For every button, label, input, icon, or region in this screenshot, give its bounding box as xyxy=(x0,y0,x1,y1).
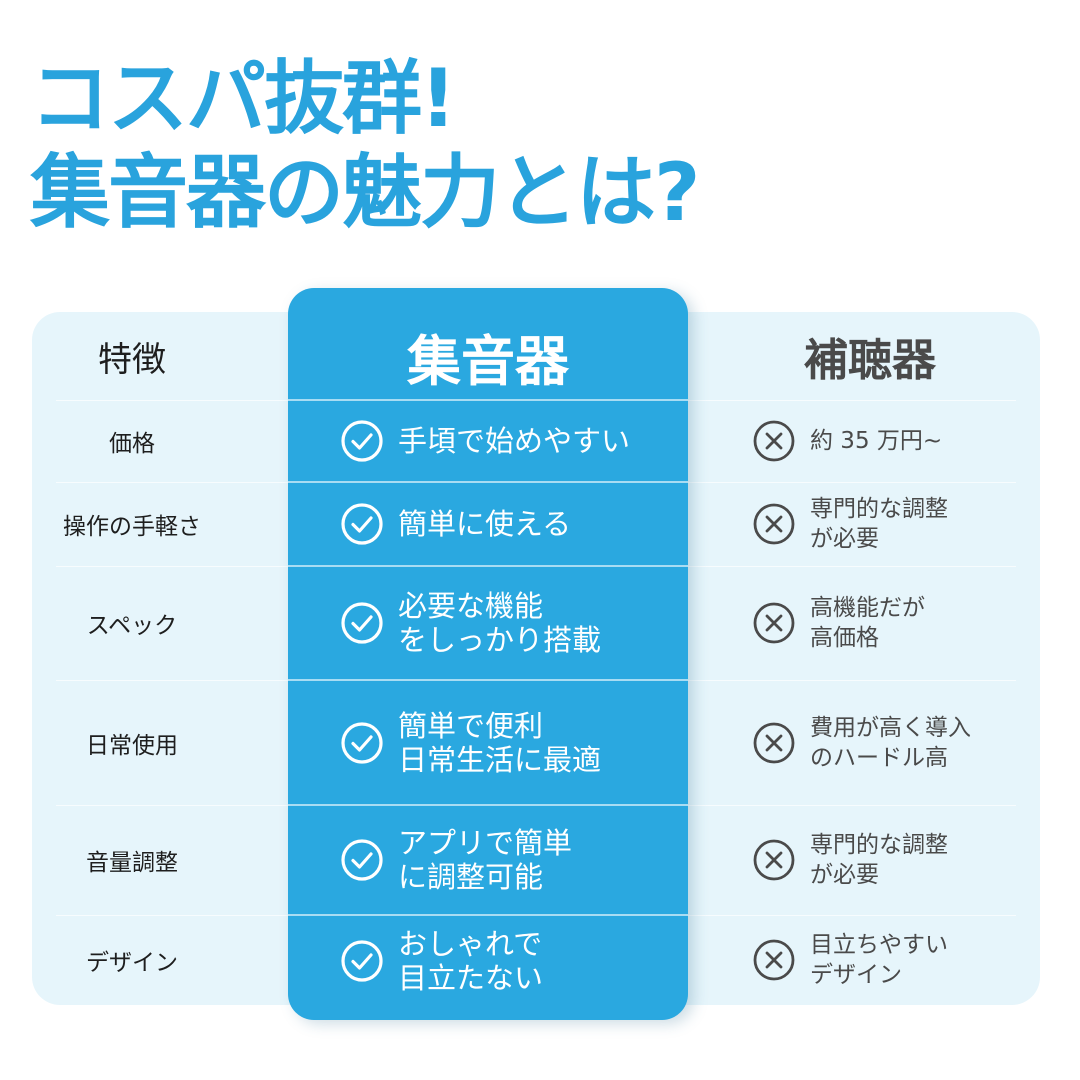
title-line-2: 集音器の魅力とは? xyxy=(30,146,700,239)
competitor-cell-design: 目立ちやすい デザイン xyxy=(752,915,1022,1005)
product-cell-text: おしゃれで 目立たない xyxy=(398,927,544,995)
competitor-cell-text: 目立ちやすい デザイン xyxy=(810,932,948,988)
row-divider xyxy=(288,565,688,567)
competitor-cell-text: 費用が高く導入 のハードル高 xyxy=(810,714,971,771)
feature-label-design: デザイン xyxy=(86,950,178,976)
row-divider xyxy=(288,679,688,681)
feature-label-daily-use: 日常使用 xyxy=(86,732,178,759)
check-circle-icon xyxy=(340,419,384,463)
competitor-cell-text: 約 35 万円~ xyxy=(810,428,943,454)
product-cell-text: 手頃で始めやすい xyxy=(398,424,631,458)
competitor-column-header: 補聴器 xyxy=(804,335,936,386)
competitor-cell-daily-use: 費用が高く導入 のハードル高 xyxy=(752,680,1022,805)
page-title: コスパ抜群! 集音器の魅力とは? xyxy=(30,52,700,240)
competitor-cell-volume: 専門的な調整 が必要 xyxy=(752,805,1022,915)
x-circle-icon xyxy=(752,502,796,546)
product-cell-text: 簡単で便利 日常生活に最適 xyxy=(398,708,602,777)
product-column-header: 集音器 xyxy=(407,329,569,393)
check-circle-icon xyxy=(340,838,384,882)
competitor-cell-price: 約 35 万円~ xyxy=(752,400,1022,482)
competitor-cell-text: 専門的な調整 が必要 xyxy=(810,832,948,888)
x-circle-icon xyxy=(752,721,796,765)
feature-label-spec: スペック xyxy=(86,613,178,639)
competitor-cell-spec: 高機能だが 高価格 xyxy=(752,566,1022,680)
check-circle-icon xyxy=(340,601,384,645)
feature-label-price: 価格 xyxy=(109,431,155,457)
feature-label-ease: 操作の手軽さ xyxy=(63,514,201,540)
product-cell-design: おしゃれで 目立たない xyxy=(288,915,688,1007)
product-cell-volume: アプリで簡単 に調整可能 xyxy=(288,805,688,915)
row-divider xyxy=(288,481,688,483)
competitor-cell-ease: 専門的な調整 が必要 xyxy=(752,482,1022,566)
product-cell-daily-use: 簡単で便利 日常生活に最適 xyxy=(288,680,688,805)
feature-column-header: 特徴 xyxy=(98,339,166,380)
product-cell-text: 必要な機能 をしっかり搭載 xyxy=(398,589,602,657)
product-cell-text: アプリで簡単 に調整可能 xyxy=(398,826,573,894)
row-divider xyxy=(288,399,688,401)
product-cell-price: 手頃で始めやすい xyxy=(288,400,688,482)
product-cell-spec: 必要な機能 をしっかり搭載 xyxy=(288,566,688,680)
check-circle-icon xyxy=(340,939,384,983)
product-column: 集音器 手頃で始めやすい 簡単に使える 必要な機能 をしっかり搭載 簡単で便利 … xyxy=(288,288,688,1020)
title-line-1: コスパ抜群! xyxy=(30,52,456,145)
check-circle-icon xyxy=(340,721,384,765)
feature-label-volume: 音量調整 xyxy=(86,850,178,876)
product-cell-ease: 簡単に使える xyxy=(288,482,688,566)
x-circle-icon xyxy=(752,601,796,645)
x-circle-icon xyxy=(752,938,796,982)
x-circle-icon xyxy=(752,419,796,463)
check-circle-icon xyxy=(340,502,384,546)
row-divider xyxy=(288,914,688,916)
row-divider xyxy=(288,804,688,806)
competitor-cell-text: 専門的な調整 が必要 xyxy=(810,496,948,552)
competitor-cell-text: 高機能だが 高価格 xyxy=(810,595,925,651)
x-circle-icon xyxy=(752,838,796,882)
product-cell-text: 簡単に使える xyxy=(398,507,572,541)
